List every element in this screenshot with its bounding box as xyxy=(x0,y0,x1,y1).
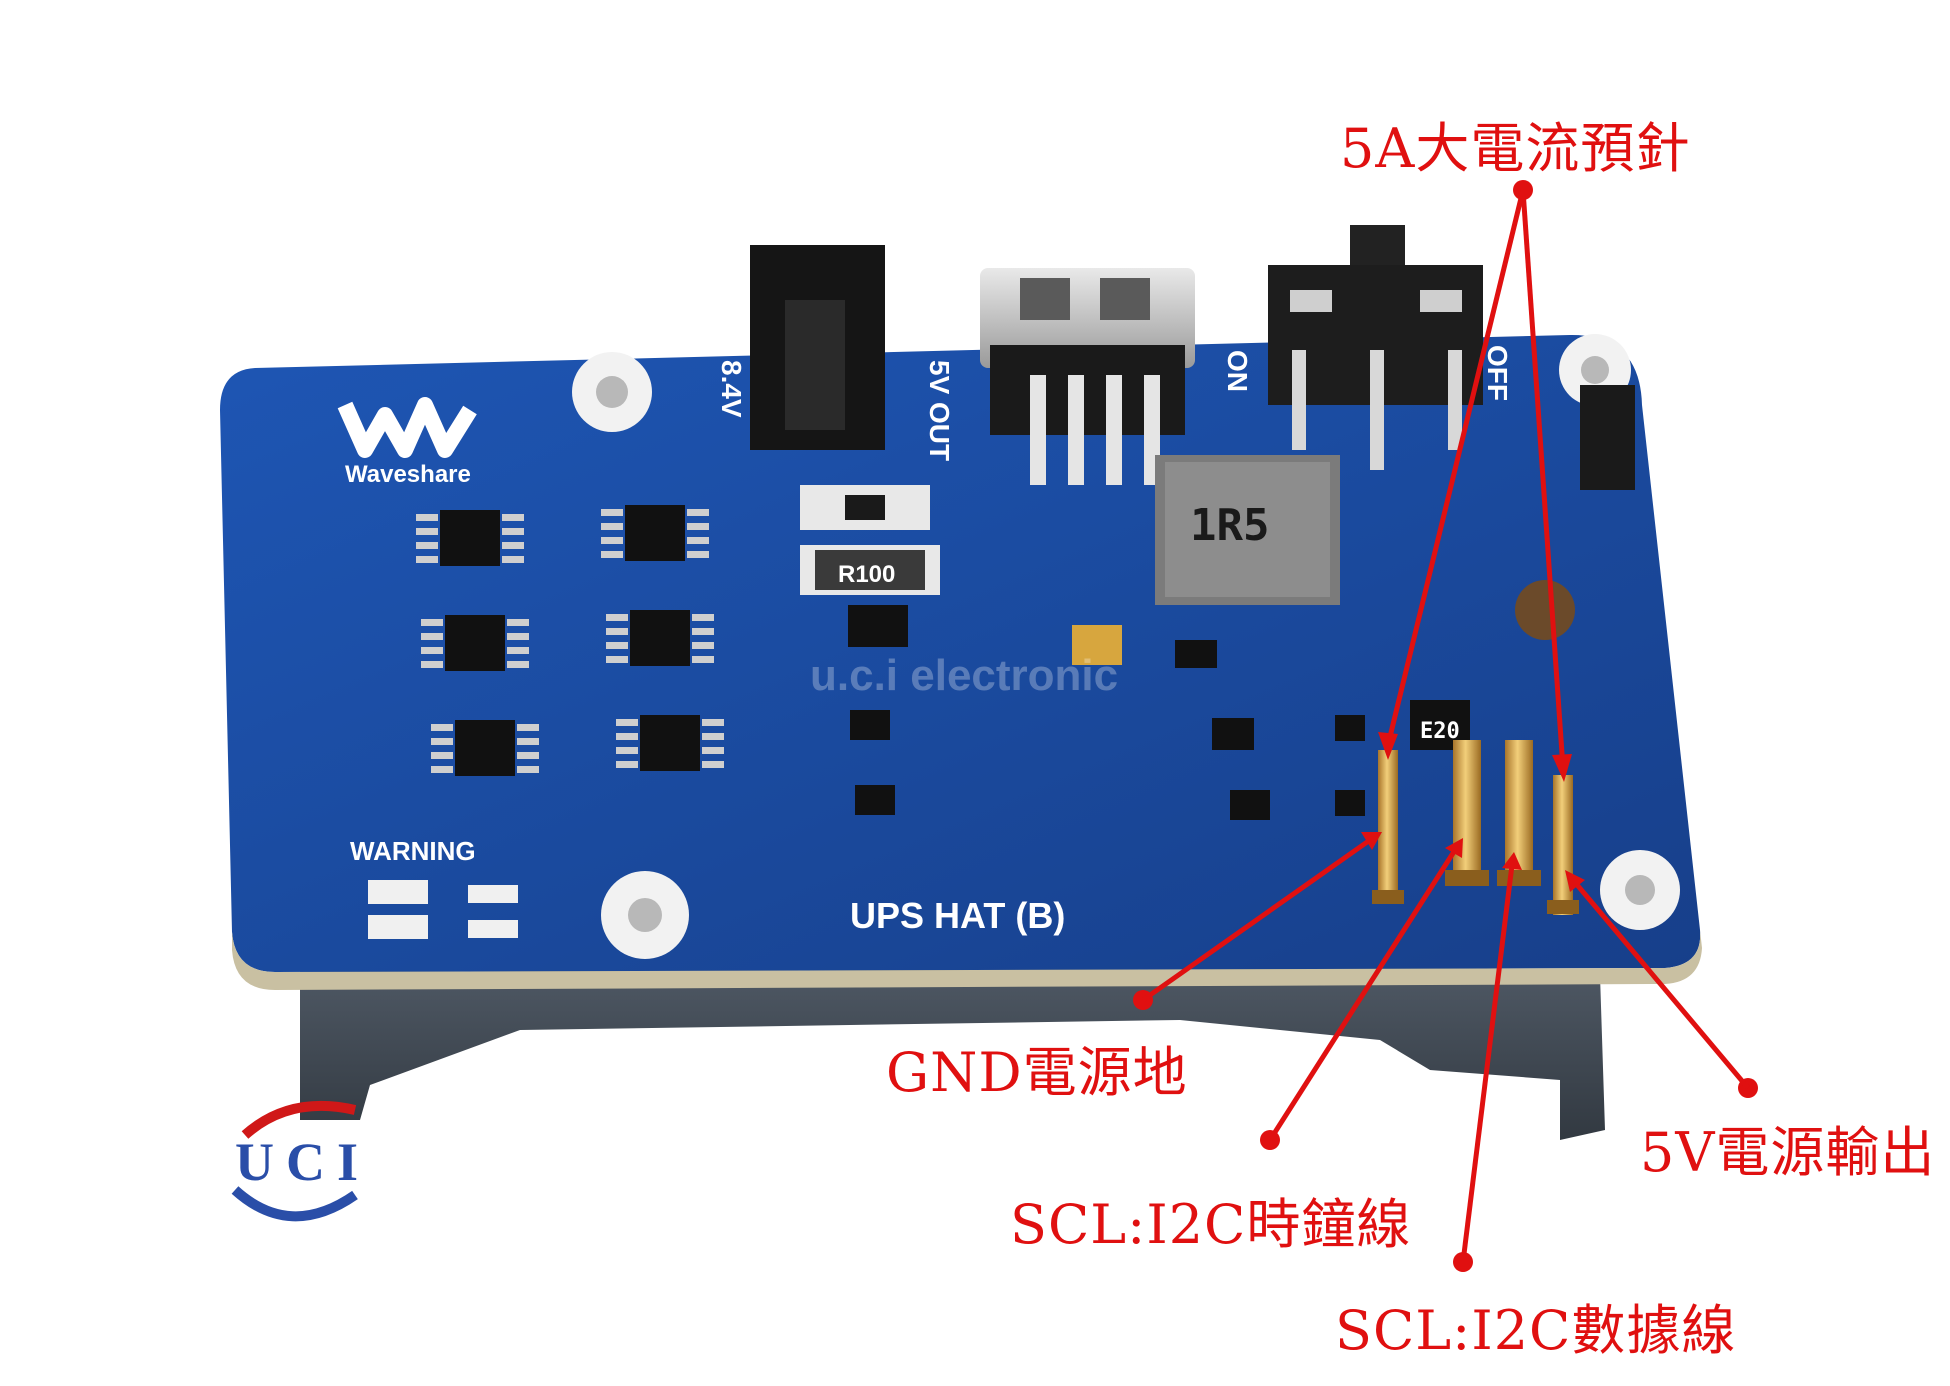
output-voltage-label: 5V OUT xyxy=(924,360,955,461)
callout-scl-clock: SCL:I2C時鐘線 xyxy=(1010,1193,1412,1256)
resistor2-marking: E20 xyxy=(1420,719,1460,744)
brand-label: Waveshare xyxy=(345,461,471,488)
switch-on-label: ON xyxy=(1222,350,1253,392)
usb-port xyxy=(980,268,1195,485)
battery-holder xyxy=(300,960,1605,1140)
callout-5v-output: 5V電源輸出 xyxy=(1640,1121,1936,1184)
switch-off-label: OFF xyxy=(1482,345,1513,401)
input-voltage-label: 8.4V xyxy=(716,360,747,418)
resistor-marking: R100 xyxy=(838,561,895,588)
pogo-pins xyxy=(1372,740,1579,915)
uci-logo: UCI xyxy=(231,1100,370,1222)
watermark: u.c.i electronic xyxy=(810,651,1118,700)
inductor-marking: 1R5 xyxy=(1190,500,1269,551)
shunt-resistor: R100 xyxy=(800,485,940,595)
warning-label: WARNING xyxy=(350,836,476,866)
warning-leds xyxy=(368,880,518,939)
callout-gnd: GND電源地 xyxy=(886,1041,1188,1104)
dc-jack xyxy=(750,245,885,450)
callout-arrows xyxy=(1133,180,1758,1272)
model-label: UPS HAT (B) xyxy=(850,895,1065,936)
uci-logo-text: UCI xyxy=(235,1132,370,1192)
protection-ics xyxy=(416,505,724,776)
smd-components xyxy=(848,580,1575,820)
callout-pogo-pins: 5A大電流預針 xyxy=(1340,117,1691,180)
power-inductor: 1R5 xyxy=(1155,455,1340,605)
callout-scl-data: SCL:I2C數據線 xyxy=(1335,1299,1737,1362)
side-button xyxy=(1580,385,1635,490)
power-switch xyxy=(1268,225,1483,470)
waveshare-logo: Waveshare xyxy=(337,397,477,488)
